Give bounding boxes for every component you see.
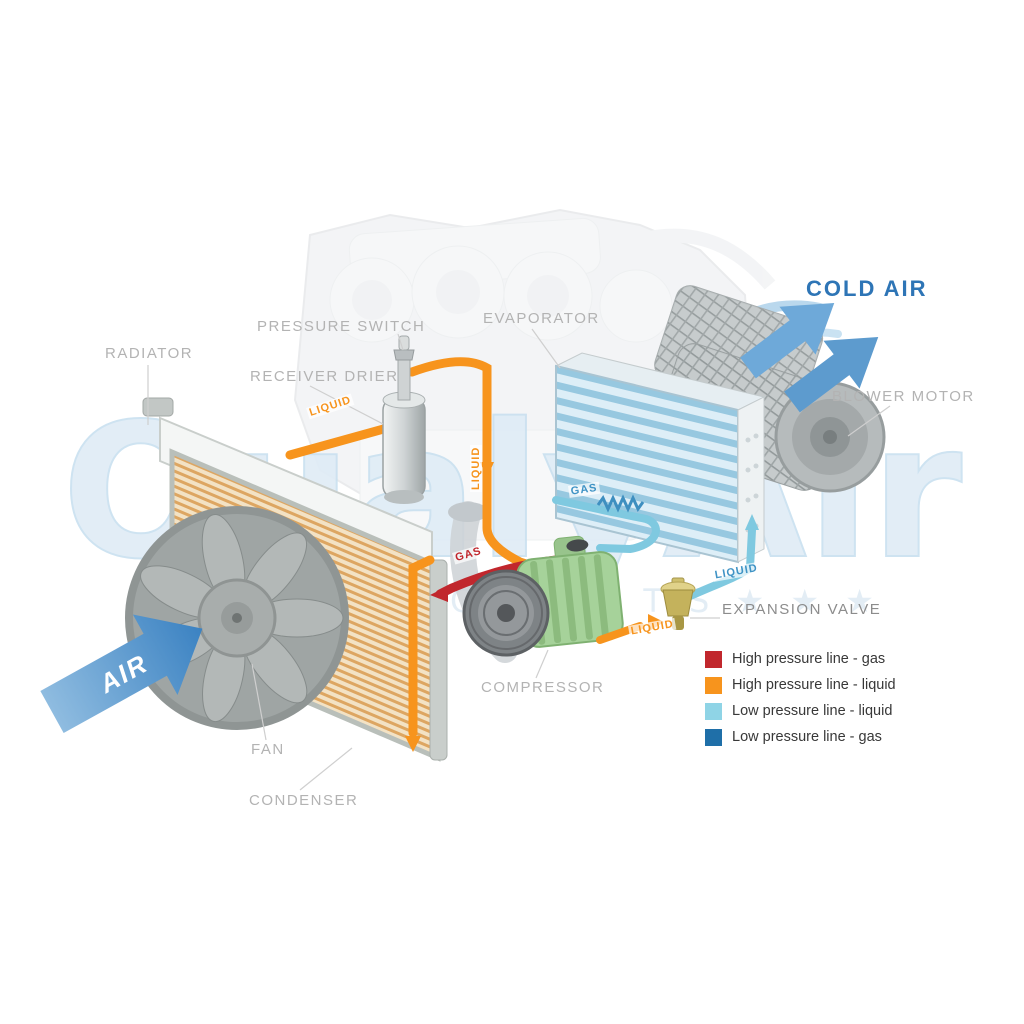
- legend-item: High pressure line - liquid: [705, 672, 896, 698]
- expansion-valve-label: EXPANSION VALVE: [722, 601, 882, 618]
- legend: High pressure line - gas High pressure l…: [705, 646, 896, 750]
- radiator-filler-neck: [142, 397, 174, 417]
- condenser-end-tank: [429, 559, 448, 761]
- flow-arrow: [745, 514, 759, 530]
- low-pressure-gas-pipe: [552, 494, 660, 554]
- cold-air-label: COLD AIR: [806, 276, 928, 301]
- evaporator-label: EVAPORATOR: [483, 310, 600, 327]
- legend-item: Low pressure line - gas: [705, 724, 896, 750]
- legend-swatch-low-gas: [705, 728, 722, 746]
- pressure-switch-label: PRESSURE SWITCH: [257, 318, 426, 335]
- legend-label: High pressure line - gas: [732, 651, 886, 667]
- high-pressure-liquid-pipe-to-valve: [407, 357, 565, 580]
- legend-item: High pressure line - gas: [705, 646, 896, 672]
- fan: [125, 506, 349, 730]
- legend-label: Low pressure line - liquid: [732, 703, 893, 719]
- legend-label: High pressure line - liquid: [732, 677, 896, 693]
- flow-arrow: [405, 736, 421, 752]
- flow-arrow: [480, 462, 494, 478]
- fan-label: FAN: [251, 741, 285, 758]
- engine-duct-flange: [448, 502, 488, 522]
- receiver-drier: [382, 391, 426, 504]
- legend-swatch-low-liquid: [705, 702, 722, 720]
- radiator-label: RADIATOR: [105, 345, 194, 362]
- high-pressure-liquid-pipe-condenser: [405, 555, 435, 752]
- blower-motor-label: BLOWER MOTOR: [832, 388, 975, 405]
- legend-swatch-high-gas: [705, 650, 722, 668]
- receiver-drier-label: RECEIVER DRIER: [250, 368, 399, 385]
- suction-hose-coil: [596, 494, 645, 513]
- legend-label: Low pressure line - gas: [732, 729, 882, 745]
- expansion-valve: [660, 577, 696, 630]
- pressure-switch: [393, 335, 415, 401]
- compressor-label: COMPRESSOR: [481, 679, 605, 696]
- condenser-label: CONDENSER: [249, 792, 359, 809]
- high-pressure-liquid-pipe-to-drier: [285, 423, 392, 460]
- legend-swatch-high-liquid: [705, 676, 722, 694]
- legend-item: Low pressure line - liquid: [705, 698, 896, 724]
- compressor-port: [566, 539, 589, 552]
- flow-arrow: [430, 586, 448, 602]
- pipe-label-liquid-vertical: LIQUID: [470, 444, 482, 492]
- cold-air-arrows: [740, 303, 879, 413]
- compressor: [462, 535, 624, 657]
